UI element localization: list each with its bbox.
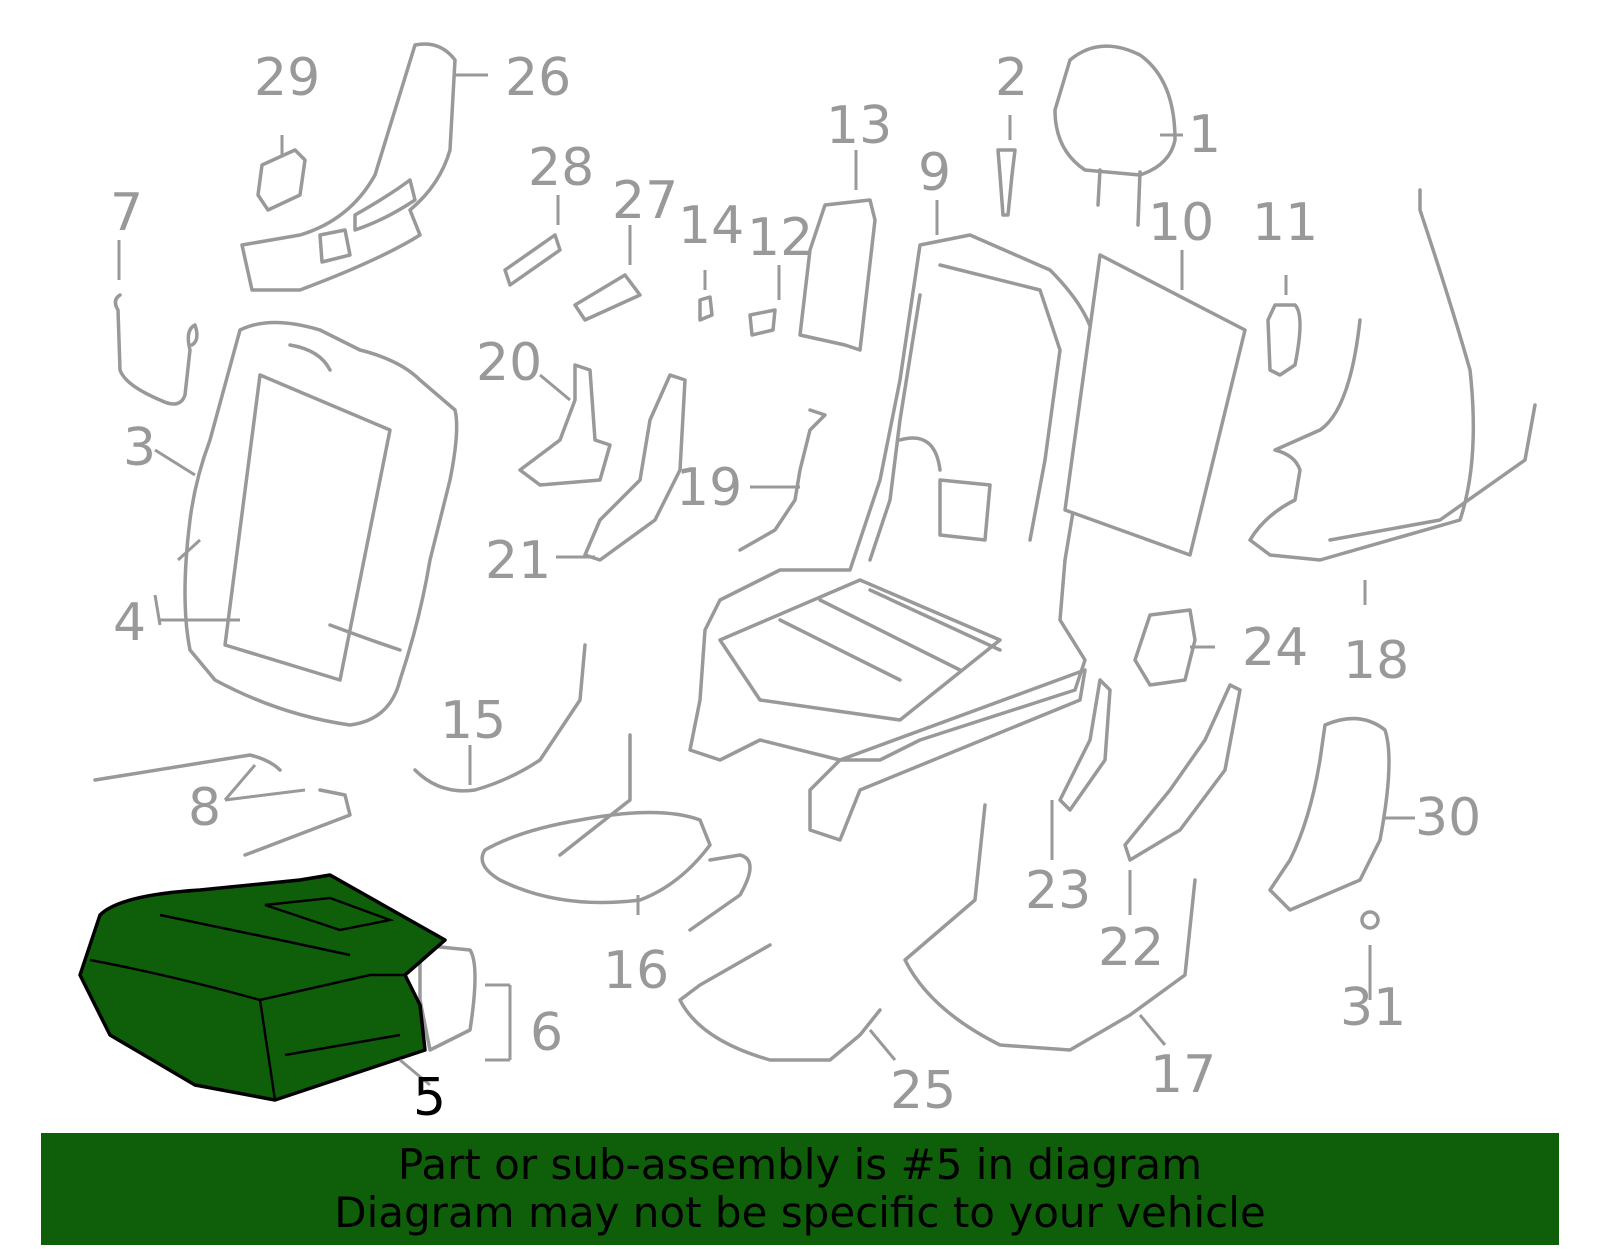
part-3-seatback-cover[interactable] (183, 320, 459, 727)
part-30-cover[interactable] (1268, 716, 1391, 912)
part-12-clip[interactable] (748, 308, 777, 337)
callout-6: 6 (530, 1003, 563, 1063)
part-13-cover[interactable] (798, 198, 877, 352)
callout-26: 26 (505, 48, 571, 108)
part-24-bracket[interactable] (1133, 608, 1197, 687)
callout-14: 14 (678, 196, 744, 256)
part-21-bracket[interactable] (583, 373, 687, 562)
callout-4: 4 (113, 593, 146, 653)
callout-31: 31 (1340, 978, 1406, 1038)
callout-19: 19 (676, 458, 742, 518)
callout-15: 15 (440, 691, 506, 751)
callout-20: 20 (476, 333, 542, 393)
part-14-clip[interactable] (698, 295, 714, 322)
callout-1: 1 (1188, 105, 1221, 165)
callout-22: 22 (1098, 918, 1164, 978)
callout-18: 18 (1343, 631, 1409, 691)
part-17-cable[interactable] (903, 803, 1197, 1052)
part-25-cable[interactable] (678, 943, 882, 1062)
part-6-cushion-pad[interactable] (418, 943, 477, 1052)
callout-27: 27 (612, 171, 678, 231)
callout-12: 12 (747, 208, 813, 268)
part-16-cable[interactable] (480, 733, 752, 932)
part-2-bolt[interactable] (996, 148, 1017, 217)
callout-16: 16 (603, 941, 669, 1001)
part-11-bracket[interactable] (1266, 303, 1302, 377)
callout-13: 13 (826, 96, 892, 156)
part-8-rods[interactable] (93, 753, 352, 857)
callout-labels: 1 2 3 4 5 6 7 8 9 10 11 12 13 14 15 16 1… (110, 48, 1481, 1128)
part-15-cable[interactable] (413, 643, 587, 793)
leader-lines (117, 73, 1415, 1087)
callout-11: 11 (1252, 193, 1318, 253)
callout-25: 25 (890, 1061, 956, 1121)
part-18-wire-frame[interactable] (1248, 188, 1537, 562)
callout-9: 9 (918, 143, 951, 203)
part-20-bracket[interactable] (518, 363, 612, 487)
part-27-handle[interactable] (573, 273, 642, 322)
part-23-trim[interactable] (1058, 678, 1112, 812)
callout-28: 28 (528, 138, 594, 198)
part-28-trim[interactable] (503, 233, 562, 287)
part-7-wire[interactable] (113, 293, 199, 406)
callout-10: 10 (1148, 193, 1214, 253)
part-19-harness[interactable] (738, 408, 827, 552)
part-29-clip[interactable] (256, 148, 307, 212)
part-31-clip[interactable] (1360, 910, 1380, 930)
info-banner: Part or sub-assembly is #5 in diagram Di… (41, 1133, 1559, 1245)
callout-23: 23 (1025, 861, 1091, 921)
callout-7: 7 (110, 183, 143, 243)
callout-21: 21 (485, 531, 551, 591)
part-5-cushion-cover-highlighted[interactable] (78, 873, 447, 1102)
banner-line-part-number: Part or sub-assembly is #5 in diagram (397, 1140, 1203, 1189)
callout-24: 24 (1242, 618, 1308, 678)
callout-30: 30 (1415, 788, 1481, 848)
part-26-side-shield[interactable] (240, 42, 457, 292)
part-10-back-pad[interactable] (1063, 253, 1247, 557)
callout-2: 2 (995, 48, 1028, 108)
callout-8: 8 (188, 778, 221, 838)
part-1-headrest[interactable] (1053, 44, 1177, 227)
banner-line-disclaimer: Diagram may not be specific to your vehi… (334, 1188, 1266, 1237)
part-9-seat-frame[interactable] (688, 233, 1098, 842)
callout-3: 3 (123, 418, 156, 478)
callout-5: 5 (413, 1068, 446, 1128)
callout-29: 29 (254, 48, 320, 108)
callout-17: 17 (1150, 1045, 1216, 1105)
part-22-bracket[interactable] (1123, 683, 1242, 862)
